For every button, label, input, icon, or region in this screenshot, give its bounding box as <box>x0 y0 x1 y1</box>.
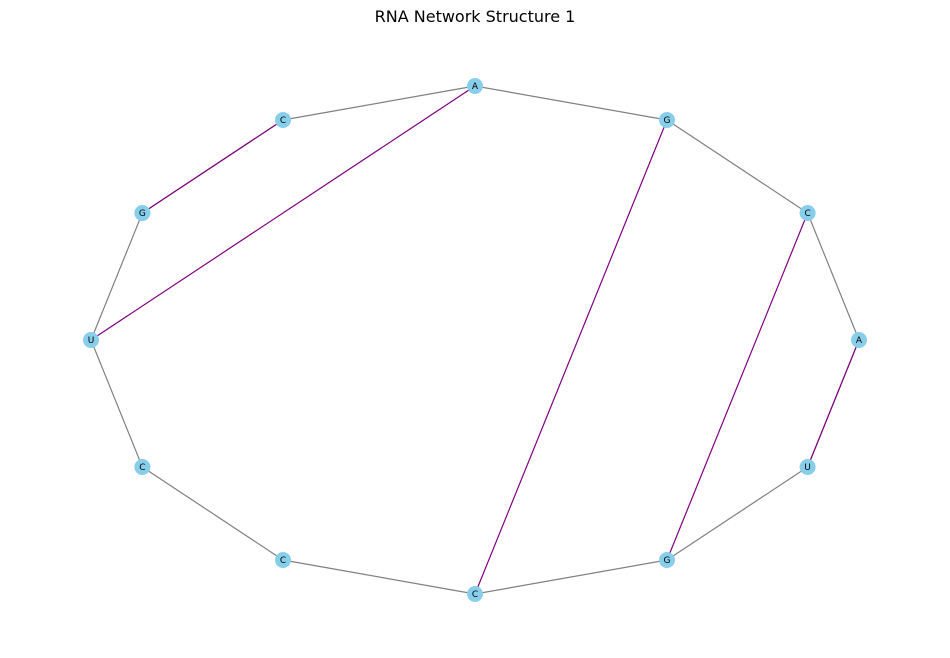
node-label: C <box>804 209 810 219</box>
node: C <box>467 586 483 602</box>
node-circle <box>134 459 151 475</box>
node: A <box>467 78 483 94</box>
node-label: G <box>664 556 671 566</box>
backbone-edge <box>282 85 476 121</box>
base-pair-edge <box>807 339 860 468</box>
node-label: U <box>804 463 811 473</box>
backbone-edge <box>666 119 808 214</box>
node: A <box>851 332 867 348</box>
node-label: A <box>472 82 479 92</box>
node-circle <box>134 205 151 221</box>
nodes-layer: A C G U C C C G U A C G <box>83 78 867 602</box>
node: C <box>799 205 816 221</box>
base-pair-edge <box>474 119 668 595</box>
node: C <box>275 112 291 128</box>
backbone-edge <box>474 559 668 595</box>
backbone-edge <box>142 466 284 561</box>
node-circle <box>851 332 867 348</box>
node: U <box>799 459 816 475</box>
node-label: C <box>472 590 478 600</box>
node-label: G <box>664 116 671 126</box>
backbone-edge <box>474 85 668 121</box>
node-circle <box>275 112 291 128</box>
node-circle <box>659 552 675 568</box>
node-circle <box>799 205 816 221</box>
node: G <box>659 112 675 128</box>
backbone-edge <box>807 212 860 341</box>
node: U <box>83 332 99 348</box>
backbone-edge <box>90 339 143 468</box>
backbone-edge <box>90 212 143 341</box>
node: C <box>134 459 151 475</box>
backbone-edge <box>282 559 476 595</box>
node: G <box>659 552 675 568</box>
node-circle <box>799 459 816 475</box>
node: G <box>134 205 151 221</box>
node-circle <box>659 112 675 128</box>
base-pair-edge <box>142 119 284 214</box>
node-circle <box>467 586 483 602</box>
node-circle <box>83 332 99 348</box>
node-label: A <box>856 336 863 346</box>
node-circle <box>275 552 291 568</box>
node-label: G <box>139 209 146 219</box>
base-pair-edge <box>666 212 809 561</box>
node-label: C <box>280 116 286 126</box>
node-label: C <box>139 463 145 473</box>
backbone-edge <box>666 466 808 561</box>
node: C <box>275 552 291 568</box>
node-label: U <box>88 336 95 346</box>
node-label: C <box>280 556 286 566</box>
edges-layer <box>90 85 860 595</box>
figure-title: RNA Network Structure 1 <box>374 7 576 26</box>
base-pair-edge <box>90 85 476 341</box>
node-circle <box>467 78 483 94</box>
